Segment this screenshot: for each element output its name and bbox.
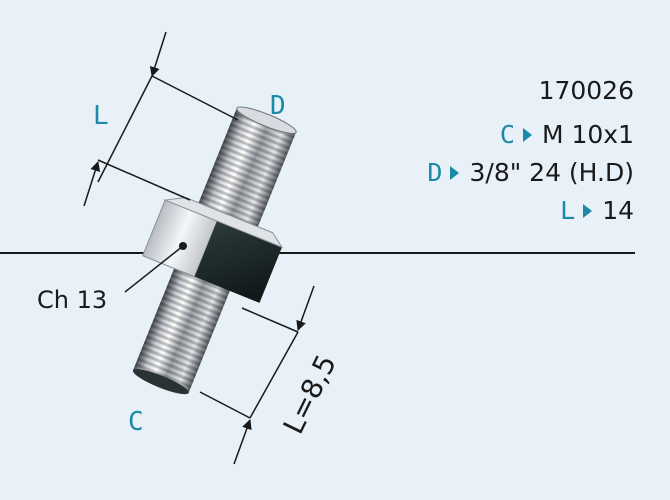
top-thread-end [236,106,297,134]
spec-row-c: C M 10x1 [500,120,634,149]
top-arrow-upper [149,31,167,77]
bottom-arrow-lower [233,419,252,465]
spec-row-l: L 14 [560,196,634,225]
hex-top-chamfer [163,197,284,249]
top-thread-label: D [270,91,286,121]
bottom-arrow-upper [296,285,315,331]
part-number-text: 170026 [538,76,634,105]
bottom-extension-line-upper [241,307,299,333]
top-thread-grooves [195,108,297,235]
spec-value: 3/8" 24 (H.D) [469,158,634,187]
spec-value: M 10x1 [541,120,634,149]
bottom-thread-label: C [128,407,144,437]
top-dimension-label: L [93,101,109,131]
hex-leader-dot [179,242,187,250]
spec-value: 14 [602,196,634,225]
part-number: 170026 [539,76,634,105]
bottom-extension-line-lower [199,391,251,419]
spec-key: D [427,158,443,187]
bottom-dimension-line [249,331,299,419]
hex-leader-line [124,245,184,293]
spec-key: C [499,120,515,149]
bottom-thread-end [132,369,189,395]
bottom-dimension-label: L=8,5 [277,349,343,439]
top-arrow-lower [83,161,101,207]
triangle-bullet-icon [450,166,460,180]
hex-side-face [194,221,282,303]
fitting-body [132,106,297,395]
top-dimension-line [97,75,153,183]
top-extension-line-upper [151,75,239,121]
spec-key: L [560,196,576,225]
triangle-bullet-icon [522,128,532,142]
triangle-bullet-icon [583,204,593,218]
top-extension-line-lower [97,159,191,201]
hex-size-label: Ch 13 [37,286,107,314]
bottom-thread-grooves [132,259,234,393]
spec-row-d: D 3/8" 24 (H.D) [427,158,634,187]
